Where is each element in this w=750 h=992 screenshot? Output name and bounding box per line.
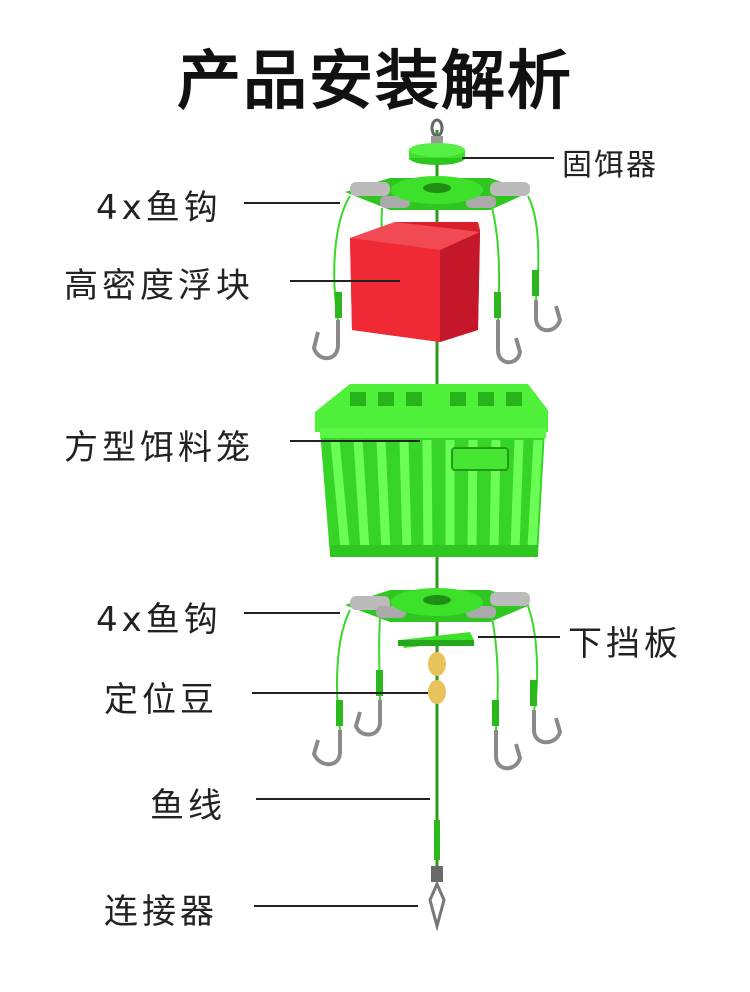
bottom-hook-hub (345, 588, 530, 622)
bottom-hooks (311, 700, 563, 771)
leader-hooks-top (244, 202, 340, 204)
label-stopper-beads: 定位豆 (104, 680, 218, 720)
leader-bait-cage (290, 440, 420, 442)
leader-foam-block (290, 280, 400, 282)
top-swivel (430, 118, 444, 144)
label-lower-baffle: 下挡板 (568, 624, 682, 664)
label-hooks-bottom: 4x鱼钩 (96, 600, 222, 640)
top-hooks (311, 300, 563, 365)
label-foam-block: 高密度浮块 (64, 266, 254, 306)
bait-holder (409, 143, 465, 165)
label-bait-holder: 固饵器 (562, 148, 658, 183)
bait-cage (315, 384, 548, 557)
bottom-hook-sleeves (336, 670, 537, 726)
lower-baffle (398, 632, 474, 648)
connector (428, 820, 446, 932)
label-connector: 连接器 (104, 892, 218, 932)
leader-connector (254, 905, 418, 907)
foam-block (350, 222, 480, 342)
leader-stopper-beads (252, 692, 428, 694)
label-bait-cage: 方型饵料笼 (64, 428, 254, 468)
leader-lower-baffle (478, 636, 560, 638)
stopper-beads (428, 652, 446, 704)
label-fishing-line: 鱼线 (150, 786, 226, 826)
label-hooks-top: 4x鱼钩 (96, 188, 222, 228)
leader-hooks-bottom (244, 612, 340, 614)
top-hook-sleeves (335, 270, 539, 318)
leader-bait-holder (462, 157, 554, 159)
leader-fishing-line (256, 798, 430, 800)
page-title: 产品安装解析 (177, 45, 573, 119)
top-hook-hub (345, 176, 530, 210)
